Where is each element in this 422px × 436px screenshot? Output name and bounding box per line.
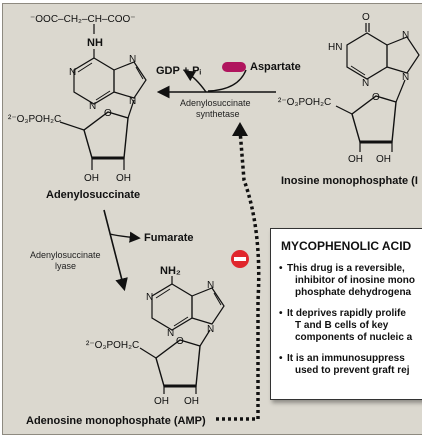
lyase-reaction: Fumarate Adenylosuccinate lyase xyxy=(30,209,194,292)
lyase-arrow xyxy=(103,209,128,292)
imp-oh-left: OH xyxy=(348,154,363,165)
imp-oh-right: OH xyxy=(376,154,391,165)
amp-ring-n3: N xyxy=(207,280,214,291)
synthetase-enzyme-line2: synthetase xyxy=(196,109,240,119)
ring-n2: N xyxy=(89,101,96,112)
inhibition-dotted-line xyxy=(216,129,261,421)
lyase-enzyme-line2: lyase xyxy=(55,261,76,271)
imp-structure: O HN N N N O ²⁻O₃POH₂C OH OH Inosine mon… xyxy=(278,12,420,187)
imp-ribose-o: O xyxy=(372,92,380,103)
amp-ring-n4: N xyxy=(207,324,214,335)
drug-bullet-1-line1: This drug is a reversible, xyxy=(287,263,405,274)
gdp-label: GDP + Pᵢ xyxy=(156,65,202,77)
amp-label: Adenosine monophosphate (AMP) xyxy=(26,415,206,427)
amp-ribose-o: O xyxy=(176,336,184,347)
drug-bullet-3-line2: used to prevent graft rej xyxy=(295,365,410,376)
imp-ring-n1: N xyxy=(362,78,369,89)
gdp-curve xyxy=(183,70,207,93)
fumarate-curve xyxy=(109,231,141,243)
lyase-enzyme-line1: Adenylosuccinate xyxy=(30,250,101,260)
inhibition-arrowhead xyxy=(232,122,248,136)
synthetase-enzyme-line1: Adenylosuccinate xyxy=(180,98,251,108)
drug-box-list: This drug is a reversible, inhibitor of … xyxy=(271,263,422,377)
adenylosuccinate-label: Adenylosuccinate xyxy=(46,189,140,201)
drug-bullet-2-line2: T and B cells of key xyxy=(295,320,389,331)
drug-info-box: MYCOPHENOLIC ACID This drug is a reversi… xyxy=(270,228,422,400)
ring-n3: N xyxy=(129,54,136,65)
imp-ring-n3: N xyxy=(402,72,409,83)
hn-label: HN xyxy=(328,42,342,53)
imp-label: Inosine monophosphate (I xyxy=(281,175,418,187)
oh-right: OH xyxy=(116,173,131,184)
amp-ring-n2: N xyxy=(167,328,174,339)
amp-oh-left: OH xyxy=(154,396,169,407)
drug-bullet-2-line1: It deprives rapidly prolife xyxy=(287,308,406,319)
drug-bullet-1: This drug is a reversible, inhibitor of … xyxy=(279,263,422,299)
oh-left: OH xyxy=(84,173,99,184)
succinyl-group: ⁻OOC–CH₂–CH–COO⁻ xyxy=(30,14,136,25)
aspartate-curve xyxy=(207,69,247,92)
phosphate-group: ²⁻O₃POH₂C xyxy=(8,114,61,125)
amp-oh-right: OH xyxy=(184,396,199,407)
aspartate-pill-icon xyxy=(222,62,246,72)
imp-ring-n2: N xyxy=(402,30,409,41)
drug-box-title: MYCOPHENOLIC ACID xyxy=(281,239,412,253)
nh-label: NH xyxy=(87,37,103,49)
ribose-o: O xyxy=(104,108,112,119)
amp-ring-n1: N xyxy=(146,292,153,303)
drug-bullet-1-line2: inhibitor of inosine mono xyxy=(295,275,415,286)
ring-n4: N xyxy=(129,96,136,107)
imp-phosphate: ²⁻O₃POH₂C xyxy=(278,97,331,108)
synthetase-reaction: Aspartate GDP + Pᵢ Adenylosuccinate synt… xyxy=(156,61,301,119)
carbonyl-o: O xyxy=(362,12,370,23)
adenylosuccinate-structure: ⁻OOC–CH₂–CH–COO⁻ NH N N N N O ²⁻O₃POH₂C xyxy=(8,14,147,201)
drug-bullet-3: It is an immunosuppress used to prevent … xyxy=(279,353,422,377)
drug-bullet-1-line3: phosphate dehydrogena xyxy=(295,287,412,298)
nh2-label: NH₂ xyxy=(160,265,181,277)
fumarate-label: Fumarate xyxy=(144,232,194,244)
drug-bullet-3-line1: It is an immunosuppress xyxy=(287,353,405,364)
amp-structure: NH₂ N N N N O ²⁻O₃POH₂C OH OH Adenosine … xyxy=(26,265,225,427)
aspartate-label: Aspartate xyxy=(250,61,301,73)
inhibition-minus-icon xyxy=(231,250,249,268)
amp-phosphate: ²⁻O₃POH₂C xyxy=(86,340,139,351)
ring-n1: N xyxy=(69,67,76,78)
drug-bullet-2: It deprives rapidly prolife T and B cell… xyxy=(279,308,422,344)
drug-bullet-2-line3: components of nucleic a xyxy=(295,332,413,343)
